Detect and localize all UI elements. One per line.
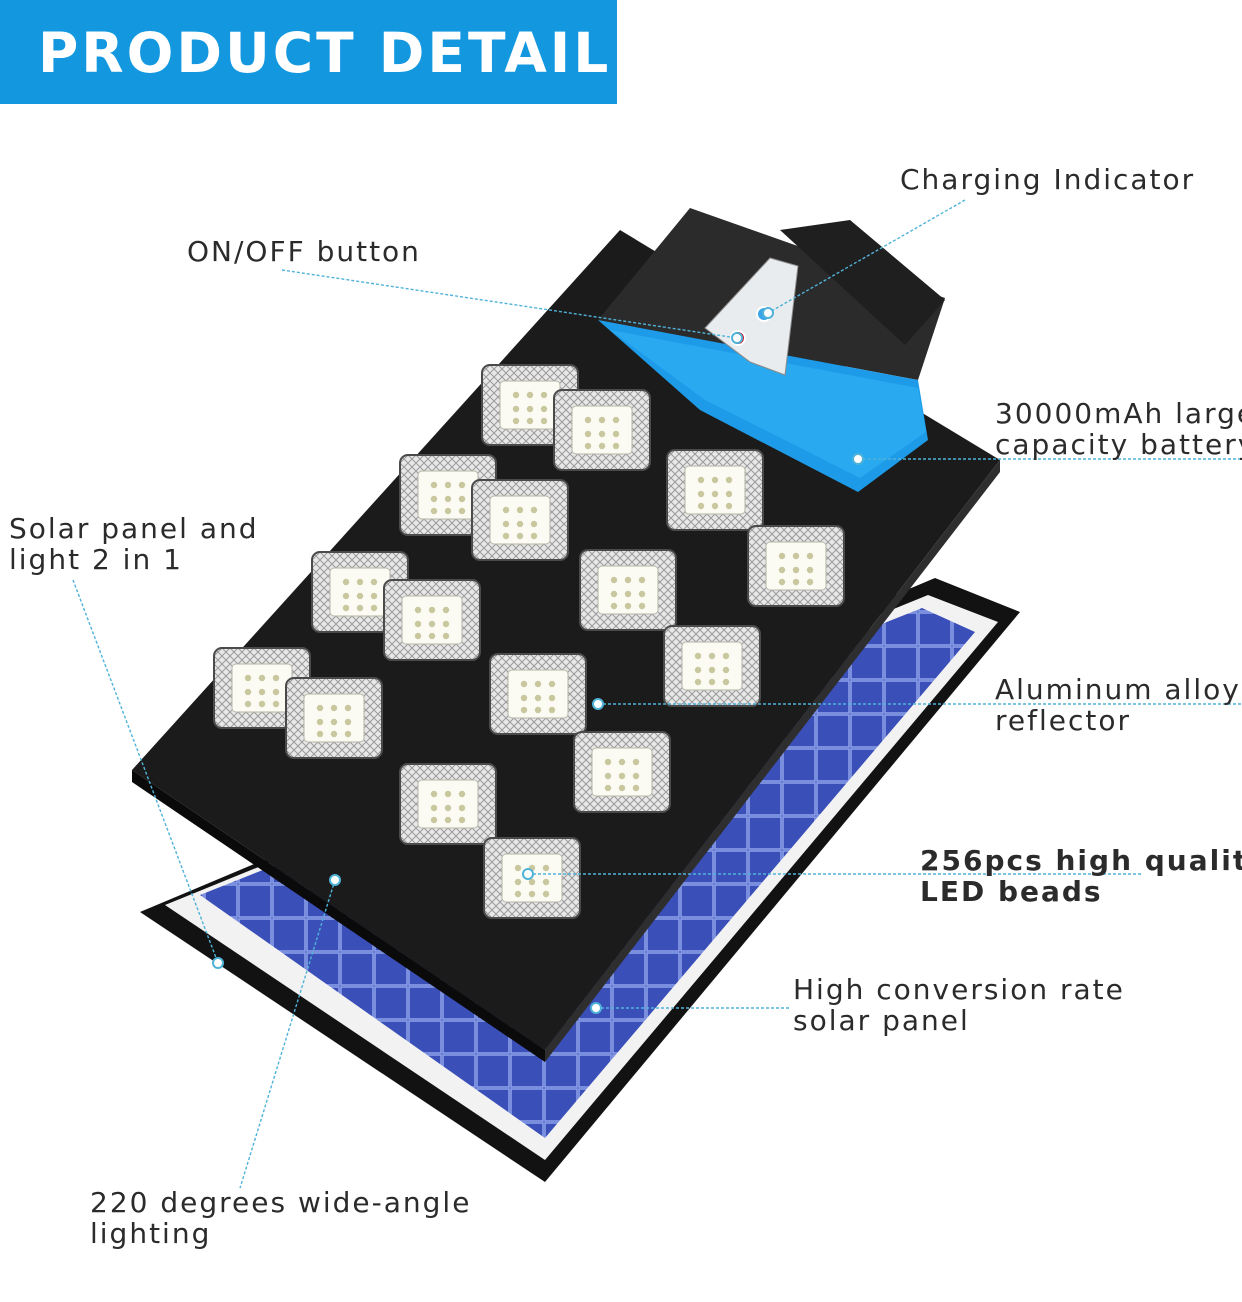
solar-light-label: Solar panel and light 2 in 1 xyxy=(9,513,259,575)
banner-title: PRODUCT DETAIL xyxy=(38,21,612,85)
solar-panel-text-line2: solar panel xyxy=(793,1004,970,1037)
control-box xyxy=(598,208,945,492)
battery-text-line2: capacity battery xyxy=(995,428,1242,461)
leader-dots xyxy=(212,307,864,1014)
wide-angle-text-line1: 220 degrees wide-angle xyxy=(90,1186,472,1219)
wide-angle-text-line2: lighting xyxy=(90,1217,212,1250)
solar-panel-text-line1: High conversion rate xyxy=(793,973,1125,1006)
reflector-text-line2: reflector xyxy=(995,704,1132,737)
solar-panel-label: High conversion rate solar panel xyxy=(793,974,1125,1036)
led-beads-text-line2: LED beads xyxy=(920,875,1103,908)
led-beads-text-line1: 256pcs high quality xyxy=(920,844,1242,877)
wide-angle-label: 220 degrees wide-angle lighting xyxy=(90,1187,471,1249)
product-detail-banner: PRODUCT DETAIL xyxy=(0,0,617,104)
led-beads-label: 256pcs high quality LED beads xyxy=(920,845,1242,907)
leader-lines xyxy=(72,199,1242,1189)
charging-indicator-label: Charging Indicator xyxy=(900,164,1195,195)
charging-indicator-text: Charging Indicator xyxy=(900,163,1196,196)
on-off-button-text: ON/OFF button xyxy=(187,235,421,268)
on-off-button-label: ON/OFF button xyxy=(187,236,421,267)
reflector-label: Aluminum alloy reflector xyxy=(995,674,1241,736)
battery-text-line1: 30000mAh large xyxy=(995,397,1242,430)
reflector-text-line1: Aluminum alloy xyxy=(995,673,1241,706)
battery-label: 30000mAh large capacity battery xyxy=(995,398,1242,460)
solar-light-text-line2: light 2 in 1 xyxy=(9,543,183,576)
solar-light-text-line1: Solar panel and xyxy=(9,512,259,545)
